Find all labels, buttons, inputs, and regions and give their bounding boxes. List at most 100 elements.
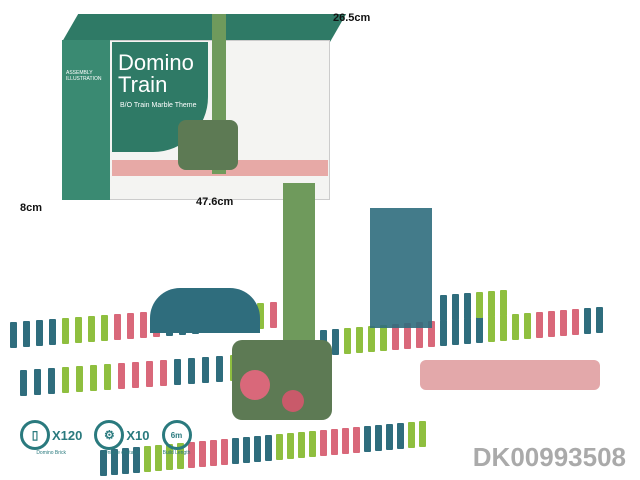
domino bbox=[368, 326, 375, 352]
depth-dimension: 8cm bbox=[20, 202, 43, 214]
domino bbox=[76, 366, 83, 392]
domino bbox=[111, 449, 118, 475]
domino bbox=[419, 421, 426, 447]
domino-brick-icon: ▯ bbox=[20, 420, 50, 450]
domino bbox=[75, 317, 82, 343]
domino bbox=[199, 441, 206, 467]
product-code: DK00993508 bbox=[472, 442, 626, 472]
domino bbox=[331, 429, 338, 455]
domino bbox=[118, 363, 125, 389]
domino bbox=[122, 448, 129, 474]
domino bbox=[416, 322, 423, 348]
box-train-image bbox=[178, 120, 238, 170]
domino bbox=[452, 319, 459, 345]
domino bbox=[144, 446, 151, 472]
domino bbox=[397, 423, 404, 449]
domino bbox=[386, 424, 393, 450]
domino bbox=[464, 293, 471, 319]
gear-icon: ⚙ bbox=[94, 420, 125, 450]
domino bbox=[353, 427, 360, 453]
domino bbox=[146, 361, 153, 387]
domino bbox=[408, 422, 415, 448]
domino bbox=[49, 319, 56, 345]
domino bbox=[88, 316, 95, 342]
marble-track bbox=[420, 360, 600, 390]
box-subtitle: B/O Train Marble Theme bbox=[120, 102, 197, 109]
domino bbox=[114, 314, 121, 340]
domino bbox=[104, 364, 111, 390]
domino bbox=[572, 309, 579, 335]
domino bbox=[232, 438, 239, 464]
domino bbox=[332, 329, 339, 355]
domino bbox=[265, 435, 272, 461]
domino bbox=[101, 315, 108, 341]
domino bbox=[364, 426, 371, 452]
domino bbox=[298, 432, 305, 458]
domino bbox=[221, 439, 228, 465]
domino bbox=[160, 360, 167, 386]
domino bbox=[216, 356, 223, 382]
domino bbox=[428, 321, 435, 347]
domino bbox=[210, 440, 217, 466]
domino bbox=[440, 295, 447, 321]
train-wheel bbox=[282, 390, 304, 412]
domino bbox=[380, 325, 387, 351]
domino bbox=[254, 436, 261, 462]
domino bbox=[596, 307, 603, 333]
domino bbox=[48, 368, 55, 394]
domino bbox=[375, 425, 382, 451]
domino bbox=[344, 328, 351, 354]
domino bbox=[476, 292, 483, 318]
domino bbox=[500, 290, 507, 316]
domino bbox=[270, 302, 277, 328]
domino bbox=[188, 442, 195, 468]
domino bbox=[536, 312, 543, 338]
domino bbox=[257, 303, 264, 329]
box-side: ASSEMBLY ILLUSTRATION bbox=[62, 40, 110, 200]
arch-bridge bbox=[150, 288, 260, 333]
domino bbox=[476, 317, 483, 343]
domino bbox=[10, 322, 17, 348]
domino bbox=[36, 320, 43, 346]
domino bbox=[356, 327, 363, 353]
domino bbox=[90, 365, 97, 391]
domino bbox=[276, 434, 283, 460]
domino bbox=[488, 291, 495, 317]
domino bbox=[548, 311, 555, 337]
box-top bbox=[62, 14, 347, 42]
domino bbox=[243, 437, 250, 463]
domino bbox=[584, 308, 591, 334]
width-dimension: 47.6cm bbox=[196, 196, 234, 208]
train-front bbox=[240, 370, 270, 400]
domino bbox=[127, 313, 134, 339]
domino bbox=[342, 428, 349, 454]
domino-train bbox=[232, 340, 332, 420]
domino bbox=[202, 357, 209, 383]
domino bbox=[166, 444, 173, 470]
domino bbox=[62, 367, 69, 393]
domino bbox=[512, 314, 519, 340]
domino bbox=[188, 358, 195, 384]
domino bbox=[488, 316, 495, 342]
domino bbox=[287, 433, 294, 459]
domino bbox=[34, 369, 41, 395]
domino bbox=[23, 321, 30, 347]
marble-rack bbox=[370, 208, 432, 328]
domino bbox=[133, 447, 140, 473]
domino bbox=[524, 313, 531, 339]
domino bbox=[392, 324, 399, 350]
domino bbox=[440, 320, 447, 346]
domino bbox=[177, 443, 184, 469]
domino bbox=[452, 294, 459, 320]
domino bbox=[155, 445, 162, 471]
domino bbox=[320, 430, 327, 456]
domino bbox=[560, 310, 567, 336]
domino-tower bbox=[283, 183, 315, 343]
box-side-text: ASSEMBLY ILLUSTRATION bbox=[66, 70, 102, 82]
domino bbox=[20, 370, 27, 396]
